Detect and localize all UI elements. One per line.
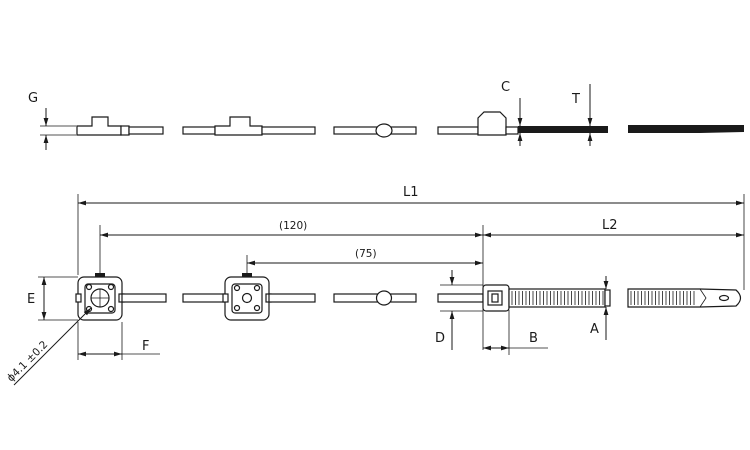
label-l1: L1 — [403, 185, 419, 200]
label-a: A — [590, 322, 599, 337]
dimension-c: C — [501, 80, 523, 146]
dimension-e: E — [27, 276, 78, 321]
dimension-g: G — [28, 91, 76, 150]
length-dimensions: L1 (120) L2 (75) — [77, 185, 745, 350]
dimension-l1: L1 — [78, 185, 744, 206]
side-bead-segment — [333, 123, 417, 138]
dimension-75: (75) — [247, 248, 483, 266]
side-mount-segment — [182, 116, 316, 136]
label-120: (120) — [279, 220, 307, 232]
plan-view: E ϕ4.1 ±0.2 F — [5, 270, 742, 386]
plan-mount-segment — [182, 273, 316, 321]
dimension-a: A — [590, 276, 609, 340]
dimension-120: (120) — [100, 220, 483, 238]
side-view: G C — [28, 80, 744, 150]
dimension-d: D — [435, 270, 483, 350]
label-l2: L2 — [602, 218, 618, 233]
side-head-segment — [76, 116, 164, 136]
dimension-l2: L2 — [483, 218, 744, 238]
label-hole: ϕ4.1 ±0.2 — [5, 339, 51, 385]
label-c: C — [501, 80, 510, 95]
label-e: E — [27, 292, 35, 307]
label-75: (75) — [355, 248, 377, 260]
tail-teeth — [630, 291, 695, 305]
plan-tail-segment — [627, 288, 742, 308]
label-d: D — [435, 331, 445, 346]
label-b: B — [529, 331, 538, 346]
plan-lock-segment — [437, 284, 611, 312]
dimension-t: T — [571, 84, 593, 146]
dimension-b: B — [483, 310, 548, 355]
label-t: T — [571, 92, 580, 107]
label-g: G — [28, 91, 38, 106]
strap-teeth — [511, 291, 604, 305]
plan-bead-segment — [333, 290, 417, 306]
plan-head-1 — [75, 273, 167, 321]
side-lock-segment — [437, 111, 608, 136]
dimension-f: F — [77, 322, 160, 360]
side-tail-segment — [628, 125, 744, 133]
label-f: F — [142, 339, 149, 354]
